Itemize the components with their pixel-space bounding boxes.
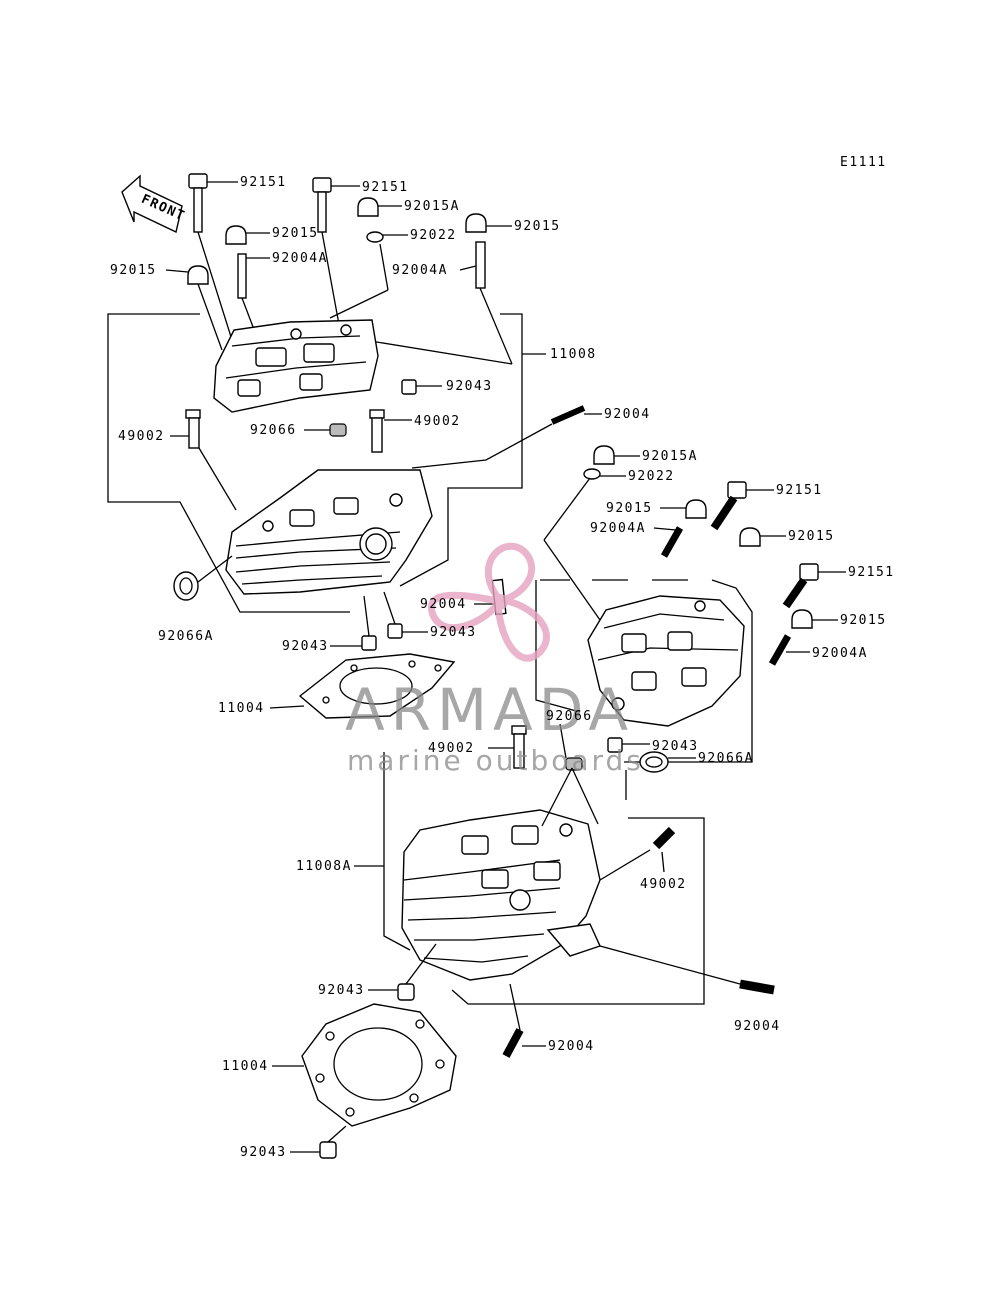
- part-label: 92043: [318, 983, 365, 998]
- dowel-92043-icon: [401, 379, 442, 395]
- head-cover-upper: [213, 319, 379, 413]
- part-label: 92066: [250, 423, 297, 438]
- frame-line: [451, 817, 705, 1005]
- dowel-92043-icon: [330, 595, 377, 651]
- part-label: 92043: [446, 379, 493, 394]
- part-label: 92015: [606, 501, 653, 516]
- stud-92004-icon: [502, 983, 546, 1058]
- part-label: 92043: [652, 739, 699, 754]
- part-label: 11008A: [296, 859, 352, 874]
- nut-92015A-icon: [357, 197, 402, 217]
- part-label: 92004A: [590, 521, 646, 536]
- part-label: 92015A: [404, 199, 460, 214]
- dowel-92043-icon: [290, 1125, 347, 1159]
- dowel-92043-icon: [368, 943, 437, 1001]
- gasket-11004-lower: [272, 1003, 457, 1127]
- watermark-logo: [427, 542, 550, 662]
- stud-92004A-icon: [653, 526, 684, 558]
- part-label: 11004: [222, 1059, 269, 1074]
- part-label: 92066A: [158, 629, 214, 644]
- stud-92004A-icon: [459, 241, 486, 289]
- part-label: 49002: [640, 877, 687, 892]
- rear-cylinder-head: [225, 469, 433, 595]
- plug-92066A-icon: [639, 751, 696, 773]
- part-label: 92004A: [272, 251, 328, 266]
- part-label: 92043: [430, 625, 477, 640]
- part-label: 92015: [514, 219, 561, 234]
- watermark-tagline: marine outboards: [347, 744, 644, 777]
- dowel-92043-icon: [383, 591, 428, 639]
- head-cover-front: [587, 595, 745, 727]
- part-label: 11004: [218, 701, 265, 716]
- part-label: 92066: [546, 709, 593, 724]
- stud-92004A-icon: [237, 253, 270, 299]
- part-label: 92004: [734, 1019, 781, 1034]
- part-label: 92015: [840, 613, 887, 628]
- nut-92015-icon: [660, 499, 707, 519]
- nut-92015-icon: [225, 225, 270, 245]
- gasket-11004-upper: [269, 653, 456, 719]
- part-label: 49002: [428, 741, 475, 756]
- part-label: 92015: [110, 263, 157, 278]
- stud-92004A-icon: [768, 634, 810, 666]
- part-label: 92151: [776, 483, 823, 498]
- fitting-49002-icon: [170, 409, 237, 511]
- front-cylinder-head: [401, 809, 601, 981]
- plug-92066-icon: [565, 757, 583, 771]
- part-label: 92015A: [642, 449, 698, 464]
- part-label: 92004A: [392, 263, 448, 278]
- stud-92004-icon: [599, 945, 775, 995]
- part-label: 92151: [240, 175, 287, 190]
- part-label: 92022: [410, 228, 457, 243]
- part-label: 11008: [550, 347, 597, 362]
- bolt-92151-icon: [312, 177, 360, 233]
- washer-92022-icon: [543, 468, 626, 541]
- plug-92066-icon: [304, 423, 347, 437]
- part-label: 92015: [788, 529, 835, 544]
- diagram-code: E1111: [840, 155, 887, 170]
- part-label: 49002: [414, 414, 461, 429]
- nut-92015-icon: [465, 213, 512, 233]
- frame-line: [399, 313, 523, 587]
- part-label: 49002: [118, 429, 165, 444]
- part-label: 92151: [848, 565, 895, 580]
- part-label: 92004: [604, 407, 651, 422]
- bolt-92151-icon: [710, 481, 774, 531]
- stud-92004-icon: [411, 405, 602, 469]
- nut-92015-icon: [165, 265, 209, 285]
- part-label: 92043: [282, 639, 329, 654]
- propeller-icon: [427, 542, 550, 662]
- part-label: 92022: [628, 469, 675, 484]
- part-label: 92004A: [812, 646, 868, 661]
- part-label: 92151: [362, 180, 409, 195]
- fitting-49002-icon: [488, 725, 527, 769]
- nut-92015-icon: [739, 527, 786, 547]
- dowel-92043-icon: [607, 737, 650, 753]
- nut-92015A-icon: [593, 445, 640, 465]
- watermark-brand: ARMADA: [345, 676, 634, 744]
- frame-line: [383, 752, 411, 951]
- bolt-92151-icon: [782, 563, 846, 609]
- front-arrow-icon: FRONT: [121, 174, 188, 234]
- fitting-49002-icon: [599, 826, 676, 881]
- fitting-49002-icon: [369, 409, 412, 453]
- part-label: 92004: [420, 597, 467, 612]
- part-label: 92066A: [698, 751, 754, 766]
- plug-92066A-icon: [173, 555, 233, 601]
- bolt-92151-icon: [188, 173, 238, 233]
- washer-92022-icon: [366, 231, 408, 243]
- nut-92015-icon: [791, 609, 838, 629]
- part-label: 92015: [272, 226, 319, 241]
- part-label: 92004: [548, 1039, 595, 1054]
- frame-line: [107, 313, 350, 613]
- part-label: 92043: [240, 1145, 287, 1160]
